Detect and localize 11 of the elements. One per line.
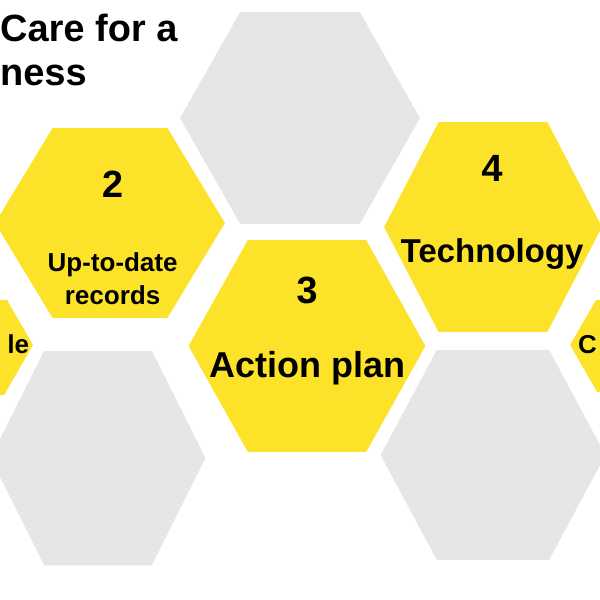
tile-label: Technology [400, 231, 584, 271]
tile-label: Action plan [208, 343, 406, 387]
hexagon-tile [384, 122, 600, 332]
title: Care for a ness [0, 8, 179, 96]
hexagon-tile [0, 128, 225, 318]
step-number: 2 [100, 166, 124, 204]
step-number: 4 [480, 150, 504, 188]
step-number: 3 [295, 272, 319, 310]
tile-label: Up-to-date records [46, 246, 178, 311]
tile-label: C [578, 328, 597, 361]
tile-label: le [7, 328, 29, 361]
